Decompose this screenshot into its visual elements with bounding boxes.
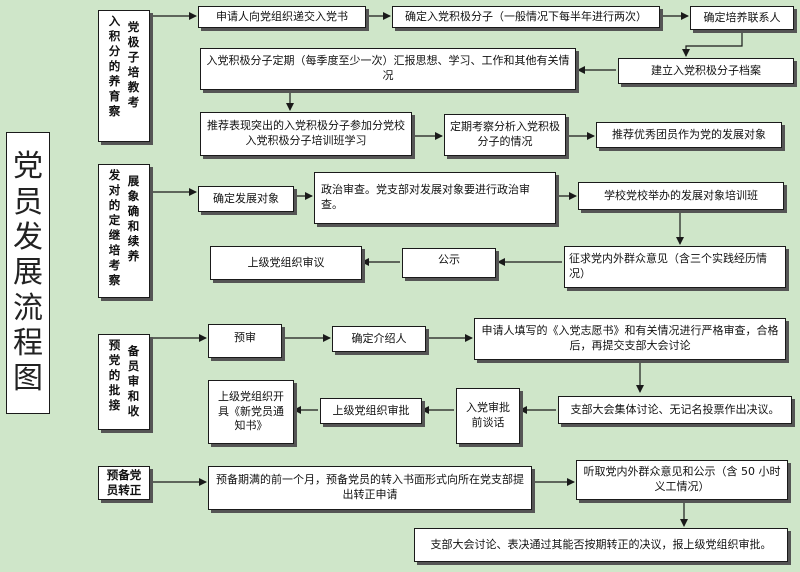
step-solicit-opinions: 征求党内外群众意见（含三个实践经历情况） (564, 246, 786, 288)
diagram-title: 党员发展流程图 (6, 132, 50, 414)
step-issue-notice: 上级党组织开具《新党员通知书》 (208, 380, 294, 444)
stage-4-label: 预备党员转正 (106, 468, 142, 497)
stage-1-col-b: 党极子培教考 (127, 20, 140, 109)
step-superior-review: 上级党组织审议 (210, 246, 362, 280)
step-create-file: 建立入党积极分子档案 (618, 58, 794, 84)
stage-2-col-a: 发对的定继培考察 (108, 168, 121, 287)
step-strict-review: 申请人填写的《入党志愿书》和有关情况进行严格审查，合格后，再提交支部大会讨论 (474, 318, 786, 360)
stage-3-col-a: 预党的批接 (108, 338, 121, 412)
stage-1-col-a: 入积分的养育察 (108, 14, 121, 118)
step-branch-vote: 支部大会集体讨论、无记名投票作出决议。 (558, 396, 792, 424)
step-pre-review: 预审 (208, 324, 282, 358)
step-submit-application: 申请人向党组织递交入党书 (198, 6, 366, 28)
step-periodic-review: 定期考察分析入党积极分子的情况 (444, 114, 566, 156)
step-superior-approval: 上级党组织审批 (320, 398, 422, 424)
step-regular-reports: 入党积极分子定期（每季度至少一次）汇报思想、学习、工作和其他有关情况 (200, 48, 576, 90)
stage-probationary-approval: 预党的批接 备员审和收 (98, 334, 150, 430)
step-confirm-target: 确定发展对象 (198, 186, 294, 212)
step-assign-mentor: 确定培养联系人 (690, 6, 794, 30)
step-final-vote: 支部大会讨论、表决通过其能否按期转正的决议，报上级党组织审批。 (414, 528, 788, 562)
stage-2-col-b: 展象确和续养 (127, 174, 140, 263)
step-listen-opinions: 听取党内外群众意见和公示（含 50 小时义工情况） (576, 460, 788, 500)
step-confirm-sponsor: 确定介绍人 (332, 326, 426, 352)
step-target-training: 学校党校举办的发展对象培训班 (578, 182, 784, 210)
stage-development-target: 发对的定继培考察 展象确和续养 (98, 164, 150, 298)
diagram-title-text: 党员发展流程图 (13, 149, 43, 397)
step-confirm-activist: 确定入党积极分子（一般情况下每半年进行两次） (392, 6, 660, 28)
step-public-notice: 公示 (402, 248, 496, 278)
step-recommend-training: 推荐表现突出的入党积极分子参加分党校入党积极分子培训班学习 (200, 112, 412, 156)
step-political-review: 政治审查。党支部对发展对象要进行政治审查。 (314, 172, 556, 224)
step-recommend-league-member: 推荐优秀团员作为党的发展对象 (596, 122, 782, 148)
stage-full-membership: 预备党员转正 (98, 466, 150, 500)
step-apply-full-membership: 预备期满的前一个月，预备党员的转入书面形式向所在党支部提出转正申请 (208, 466, 532, 510)
stage-3-col-b: 备员审和收 (127, 344, 140, 418)
step-pre-approval-talk: 入党审批前谈话 (456, 388, 520, 444)
stage-activist-training: 入积分的养育察 党极子培教考 (98, 10, 150, 142)
